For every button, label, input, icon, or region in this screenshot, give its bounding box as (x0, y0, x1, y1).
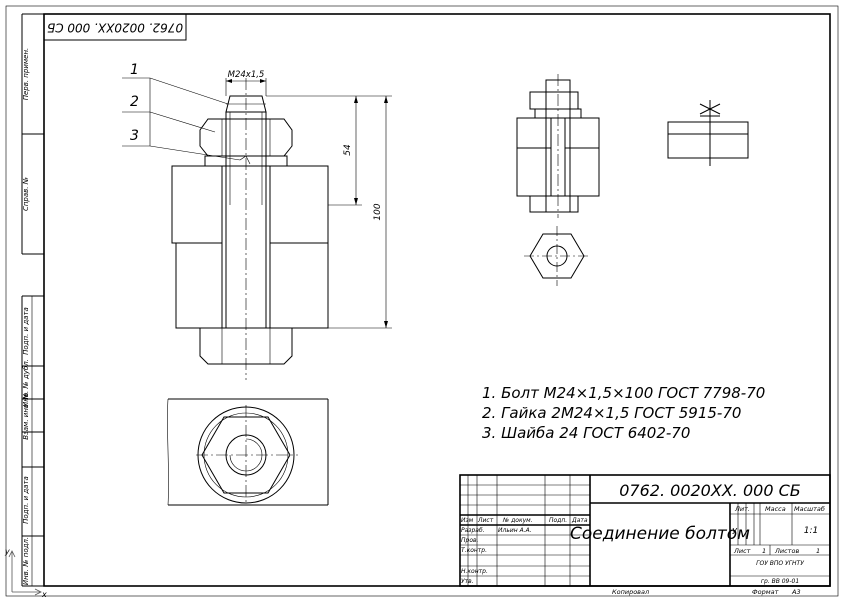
role-utv: Утв. (461, 578, 474, 585)
strip-label-vzam-inv: Взам. инв. № (22, 392, 30, 440)
dimension-100: 100 (373, 203, 383, 220)
strip-label-inv-dubl: Инв. № дубл. (22, 359, 30, 407)
parts-item-3: 3. Шайба 24 ГОСТ 6402-70 (482, 424, 690, 442)
role-nkontr: Н.контр. (461, 568, 488, 575)
leader-2: 2 (130, 94, 139, 110)
title-designation: 0762. 0020XX. 000 СБ (619, 481, 801, 500)
parts-list: 1. Болт M24×1,5×100 ГОСТ 7798-70 2. Гайк… (482, 384, 765, 442)
strip-label-sprav-no: Справ. № (22, 177, 30, 211)
upper-plate-right (269, 165, 329, 244)
left-strip: Перв. примен. Справ. № Подп. и дата Инв.… (21, 13, 44, 587)
upper-plate-left (171, 165, 223, 244)
lit-value: У (732, 527, 738, 536)
strip-label-podp-data-2: Подп. и дата (22, 476, 30, 524)
title-name: Соединение болтом (570, 524, 750, 544)
sheets-value: 1 (816, 547, 820, 555)
copied-label: Копировал (612, 588, 649, 596)
axis-x-label: x (41, 590, 47, 599)
axis-y-label: y (4, 547, 10, 556)
rotated-designation: 0762. 0020XX. 000 СБ (47, 21, 183, 35)
sheet-outer-border (5, 5, 839, 597)
simplified-view (516, 74, 600, 286)
conventional-symbol (667, 100, 749, 166)
scale-value: 1:1 (804, 526, 818, 536)
thread-dimension: M24x1,5 (225, 70, 267, 96)
sheet-label: Лист (733, 547, 751, 555)
leader-3: 3 (130, 128, 139, 144)
role-razrab: Разраб. (461, 527, 485, 534)
name-razrab: Ильин А.А. (498, 527, 532, 534)
masshtab-label: Масштаб (794, 505, 825, 513)
plan-hex-head (201, 416, 291, 494)
org-line2: гр. ВВ 09-01 (761, 578, 799, 585)
header-izm: Изм (461, 517, 474, 524)
header-podp: Подп. (549, 517, 567, 524)
role-tkontr: Т.контр. (461, 547, 487, 554)
parts-item-1: 1. Болт M24×1,5×100 ГОСТ 7798-70 (482, 384, 765, 402)
strip-label-inv-podl: Инв. № подл. (22, 537, 30, 585)
title-block: 0762. 0020XX. 000 СБ Соединение болтом И… (459, 474, 831, 596)
header-list: Лист (477, 517, 494, 524)
nut (199, 118, 293, 157)
axis-mark: y x (4, 547, 47, 599)
strip-label-podp-data-1: Подп. и дата (22, 307, 30, 355)
thread-dimension-label: M24x1,5 (228, 70, 265, 80)
header-data: Дата (571, 517, 588, 524)
front-section-view (171, 78, 329, 380)
strip-label-perv-primen: Перв. примен. (22, 48, 30, 101)
sheet-inner-frame (43, 13, 831, 587)
lower-plate-left (175, 242, 223, 329)
parts-item-2: 2. Гайка 2M24×1,5 ГОСТ 5915-70 (482, 404, 741, 422)
role-prov: Пров. (461, 537, 479, 544)
format-value: А3 (791, 588, 801, 596)
massa-label: Масса (765, 505, 786, 513)
plan-view (167, 398, 329, 506)
bolt-head (199, 327, 293, 365)
sheets-label: Листов (774, 547, 799, 555)
rotated-designation-box: 0762. 0020XX. 000 СБ (43, 13, 187, 41)
dimension-54: 54 (343, 144, 353, 156)
bolt-tip (225, 95, 267, 113)
leader-1: 1 (130, 62, 139, 78)
org-line1: ГОУ ВПО УГНТУ (756, 560, 804, 567)
lower-plate-right (269, 242, 329, 329)
leader-labels: 1 2 3 (122, 62, 241, 161)
lit-label: Лит. (734, 505, 750, 513)
format-label: Формат (752, 588, 779, 596)
sheet-value: 1 (762, 547, 766, 555)
header-no-dokum: № докум. (502, 517, 533, 524)
vertical-dimensions: 54 100 (266, 95, 392, 329)
